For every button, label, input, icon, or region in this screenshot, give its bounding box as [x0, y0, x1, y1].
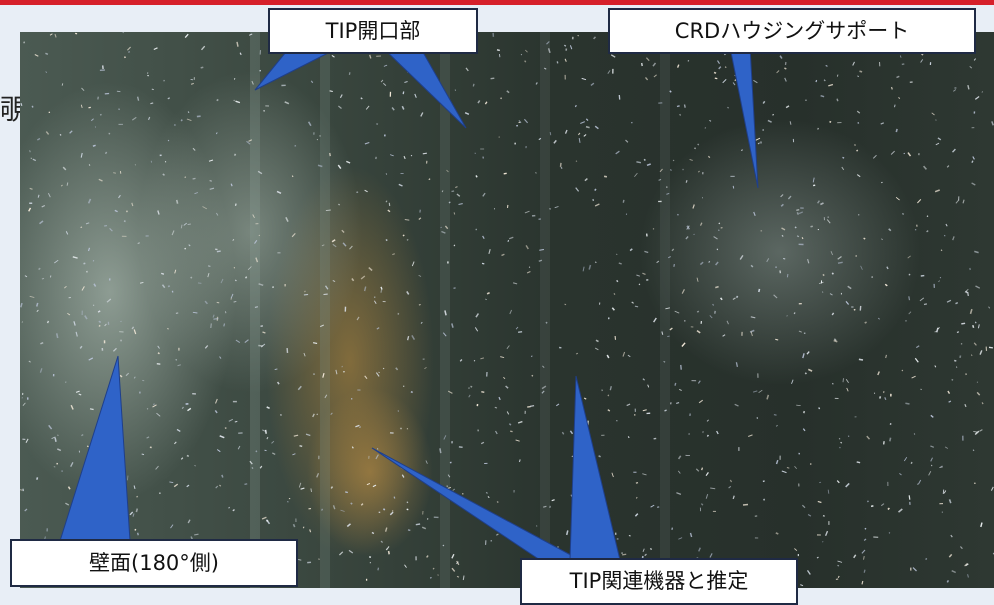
tip-equipment-pointer-left [372, 448, 580, 560]
wall-pointer [60, 356, 130, 541]
crd-housing-support-callout: CRDハウジングサポート [608, 8, 976, 54]
tip-equipment-pointer-right [570, 376, 620, 560]
crd-support-pointer [730, 47, 758, 188]
wall-180-callout: 壁面(180°側) [10, 539, 298, 587]
tip-opening-pointer-2 [382, 47, 466, 128]
tip-opening-callout: TIP開口部 [268, 8, 478, 54]
tip-equipment-callout: TIP関連機器と推定 [520, 558, 798, 605]
